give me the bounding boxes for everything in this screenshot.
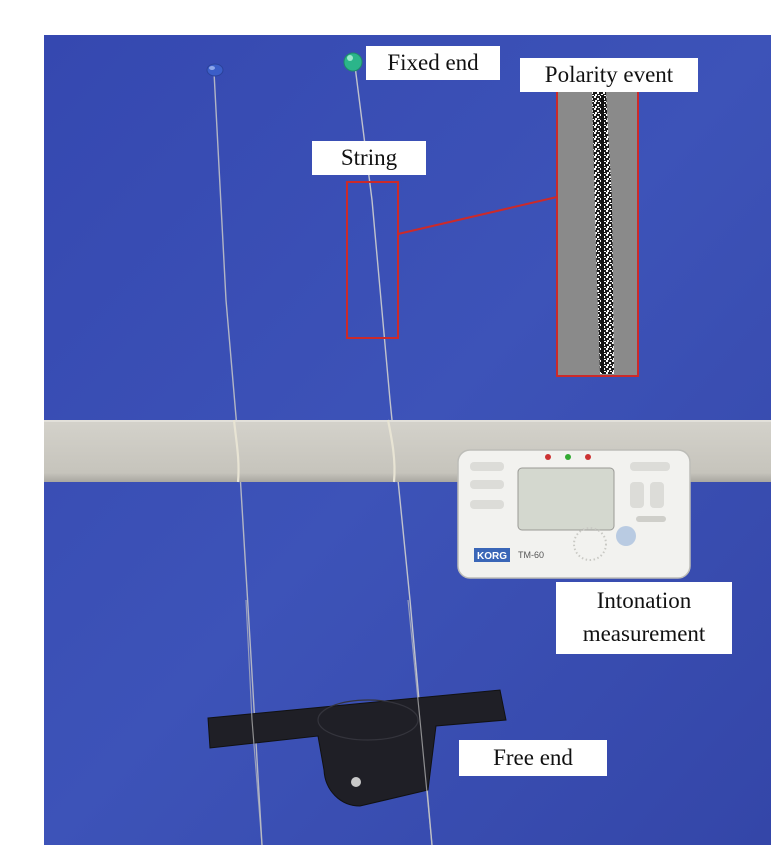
label-polarity-event: Polarity event — [520, 58, 698, 92]
label-fixed-end: Fixed end — [366, 46, 500, 80]
tuner-model: TM-60 — [518, 550, 544, 560]
string-highlight-box — [346, 181, 399, 339]
label-free-end: Free end — [459, 740, 607, 776]
label-intonation-line1: Intonation — [596, 588, 692, 613]
blue-pin-icon — [206, 63, 224, 77]
label-intonation-measurement: Intonation measurement — [556, 582, 732, 654]
fixed-end-pin-icon — [343, 52, 363, 72]
tuner-device: KORG TM-60 — [457, 449, 691, 579]
connector-line — [397, 196, 558, 235]
tuner-brand: KORG — [477, 551, 507, 562]
polarity-event-inset — [556, 89, 639, 377]
black-weight — [207, 689, 507, 807]
label-string: String — [312, 141, 426, 175]
label-intonation-line2: measurement — [582, 621, 706, 646]
